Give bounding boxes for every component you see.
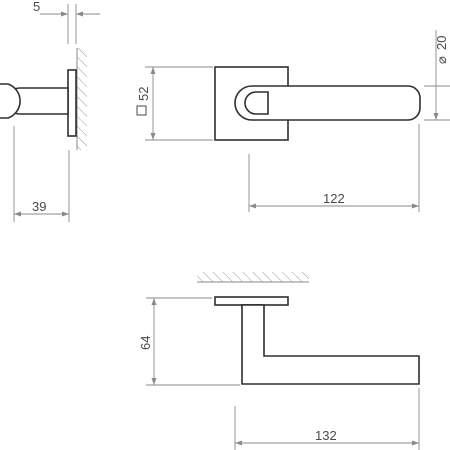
dim-arrow-122-left <box>249 203 256 209</box>
dim-label-132: 132 <box>315 428 337 443</box>
dim-label-20: 20 <box>434 36 449 50</box>
side-rose <box>67 69 77 137</box>
dim-arrow-132-right <box>412 440 419 446</box>
dim-arrow-52-top <box>150 67 156 74</box>
front-lever-inner <box>244 91 269 115</box>
front-lever <box>234 85 421 121</box>
top-lever <box>241 304 420 385</box>
wall-hatch <box>77 48 87 150</box>
dim-arrow-122-right <box>412 203 419 209</box>
dim-arrow-20-bottom <box>433 113 439 120</box>
square-symbol-icon <box>136 105 147 116</box>
side-view: 5 39 <box>0 0 100 222</box>
dim-arrow-5-right <box>76 11 83 17</box>
dim-arrow-5-left <box>61 11 68 17</box>
top-rose <box>214 296 289 306</box>
dim-label-5: 5 <box>33 0 40 14</box>
dim-label-52: 52 <box>136 87 151 101</box>
dim-arrow-132-left <box>235 440 242 446</box>
dim-label-39: 39 <box>32 199 46 214</box>
top-wall-hatch <box>197 272 309 282</box>
dim-arrow-64-bottom <box>151 378 157 385</box>
dim-arrow-39-right <box>62 211 69 217</box>
dim-label-64: 64 <box>138 336 153 350</box>
dim-arrow-64-top <box>151 298 157 305</box>
front-view: 52 122 ⌀ 20 <box>136 30 450 212</box>
top-view: 64 132 <box>138 272 420 450</box>
diameter-symbol-icon: ⌀ <box>434 56 449 64</box>
side-lever-cut <box>0 83 21 119</box>
dim-arrow-52-bottom <box>150 133 156 140</box>
dim-arrow-39-left <box>14 211 21 217</box>
dim-label-122: 122 <box>323 191 345 206</box>
